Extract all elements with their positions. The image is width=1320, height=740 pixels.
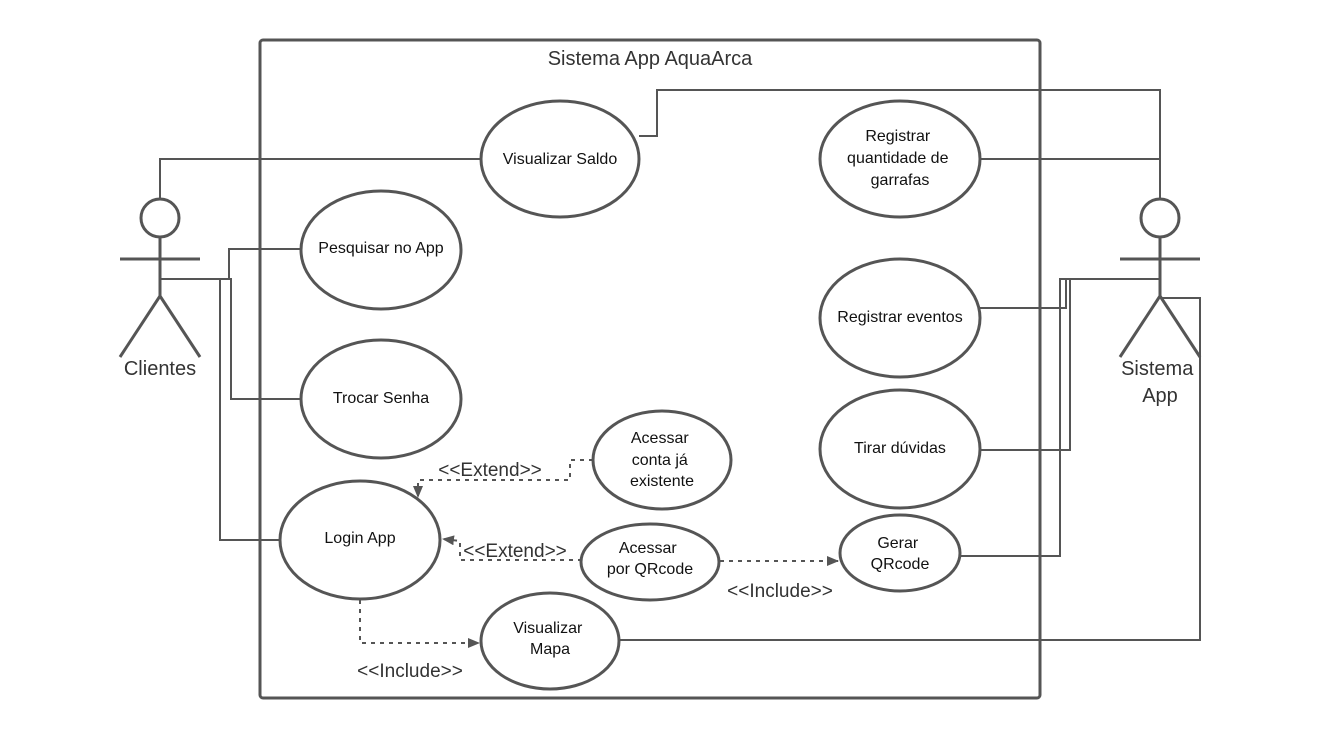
label-trocar-senha: Trocar Senha [333,390,429,407]
assoc-sistema-visualizar-mapa [618,297,1201,641]
label-gerar-qrcode: Gerar QRcode [871,535,930,573]
actor-sistema-app-name: Sistema App [1121,358,1199,407]
actor-clientes-head [139,197,181,239]
label-acessar-conta: Acessar conta já existente [630,430,694,490]
actor-clientes-name: Clientes [124,358,196,380]
actor-sistema-app-figure [1118,197,1202,358]
extend-acessar-conta-to-login [413,459,593,498]
usecase-trocar-senha [299,338,463,460]
usecase-visualizar-mapa [479,591,621,691]
assoc-clientes-login [160,278,280,541]
usecase-acessar-qrcode [579,522,721,602]
usecase-visualizar-saldo [479,99,641,219]
system-boundary [258,38,1042,700]
assoc-sistema-visualizar-saldo [639,89,1161,198]
stereotype-extend-conta: <<Extend>> [438,460,542,481]
stereotype-extend-qrcode: <<Extend>> [463,541,567,562]
stereotype-include-mapa: <<Include>> [357,661,463,682]
usecase-gerar-qrcode [838,513,962,593]
label-acessar-qrcode: Acessar por QRcode [607,540,693,578]
clientes-associations [159,158,482,541]
system-title: Sistema App AquaArca [548,48,753,70]
assoc-clientes-pesquisar [160,248,302,280]
dependencies [359,459,839,648]
usecase-tirar-duvidas [818,388,982,510]
usecase-registrar-garrafas [818,99,982,219]
label-registrar-garrafas: Registrar quantidade de garrafas [847,128,953,189]
usecase-login [278,479,442,601]
label-visualizar-saldo: Visualizar Saldo [503,151,618,168]
actor-clientes-figure [118,197,202,358]
actor-sistema-app-head [1139,197,1181,239]
usecase-acessar-conta [591,409,733,511]
usecase-pesquisar [299,189,463,311]
assoc-clientes-visualizar-saldo [159,158,482,198]
sistema-app-associations [618,89,1201,641]
assoc-clientes-trocar-senha [160,278,302,400]
label-tirar-duvidas: Tirar dúvidas [854,440,946,457]
assoc-sistema-gerar-qrcode [960,278,1160,557]
label-registrar-eventos: Registrar eventos [837,309,962,326]
include-login-to-visualizar-mapa [359,600,480,648]
stereotype-include-qrcode: <<Include>> [727,581,833,602]
label-pesquisar: Pesquisar no App [318,240,444,257]
label-login: Login App [324,530,395,547]
usecase-registrar-eventos [818,257,982,379]
label-visualizar-mapa: Visualizar Mapa [513,620,587,658]
